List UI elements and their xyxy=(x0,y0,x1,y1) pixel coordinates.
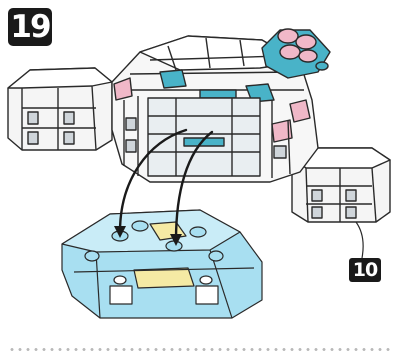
lower-assembly xyxy=(61,209,263,319)
left-wing xyxy=(7,67,113,151)
central-body xyxy=(111,35,319,183)
curved-placement-arrows xyxy=(118,128,214,242)
arrow-right xyxy=(174,130,214,242)
pink-flower-piece xyxy=(261,28,331,79)
upper-assembly xyxy=(7,28,391,223)
step-number-badge: 19 xyxy=(8,8,52,46)
right-wing xyxy=(291,147,391,223)
arrowhead-right xyxy=(170,234,182,246)
dotted-separator xyxy=(8,348,394,351)
arrow-left xyxy=(118,128,188,234)
arrowhead-left xyxy=(114,226,126,238)
arrowheads xyxy=(114,226,182,246)
quantity-badge: 10 xyxy=(349,258,381,282)
quantity-callout-line xyxy=(355,221,364,259)
